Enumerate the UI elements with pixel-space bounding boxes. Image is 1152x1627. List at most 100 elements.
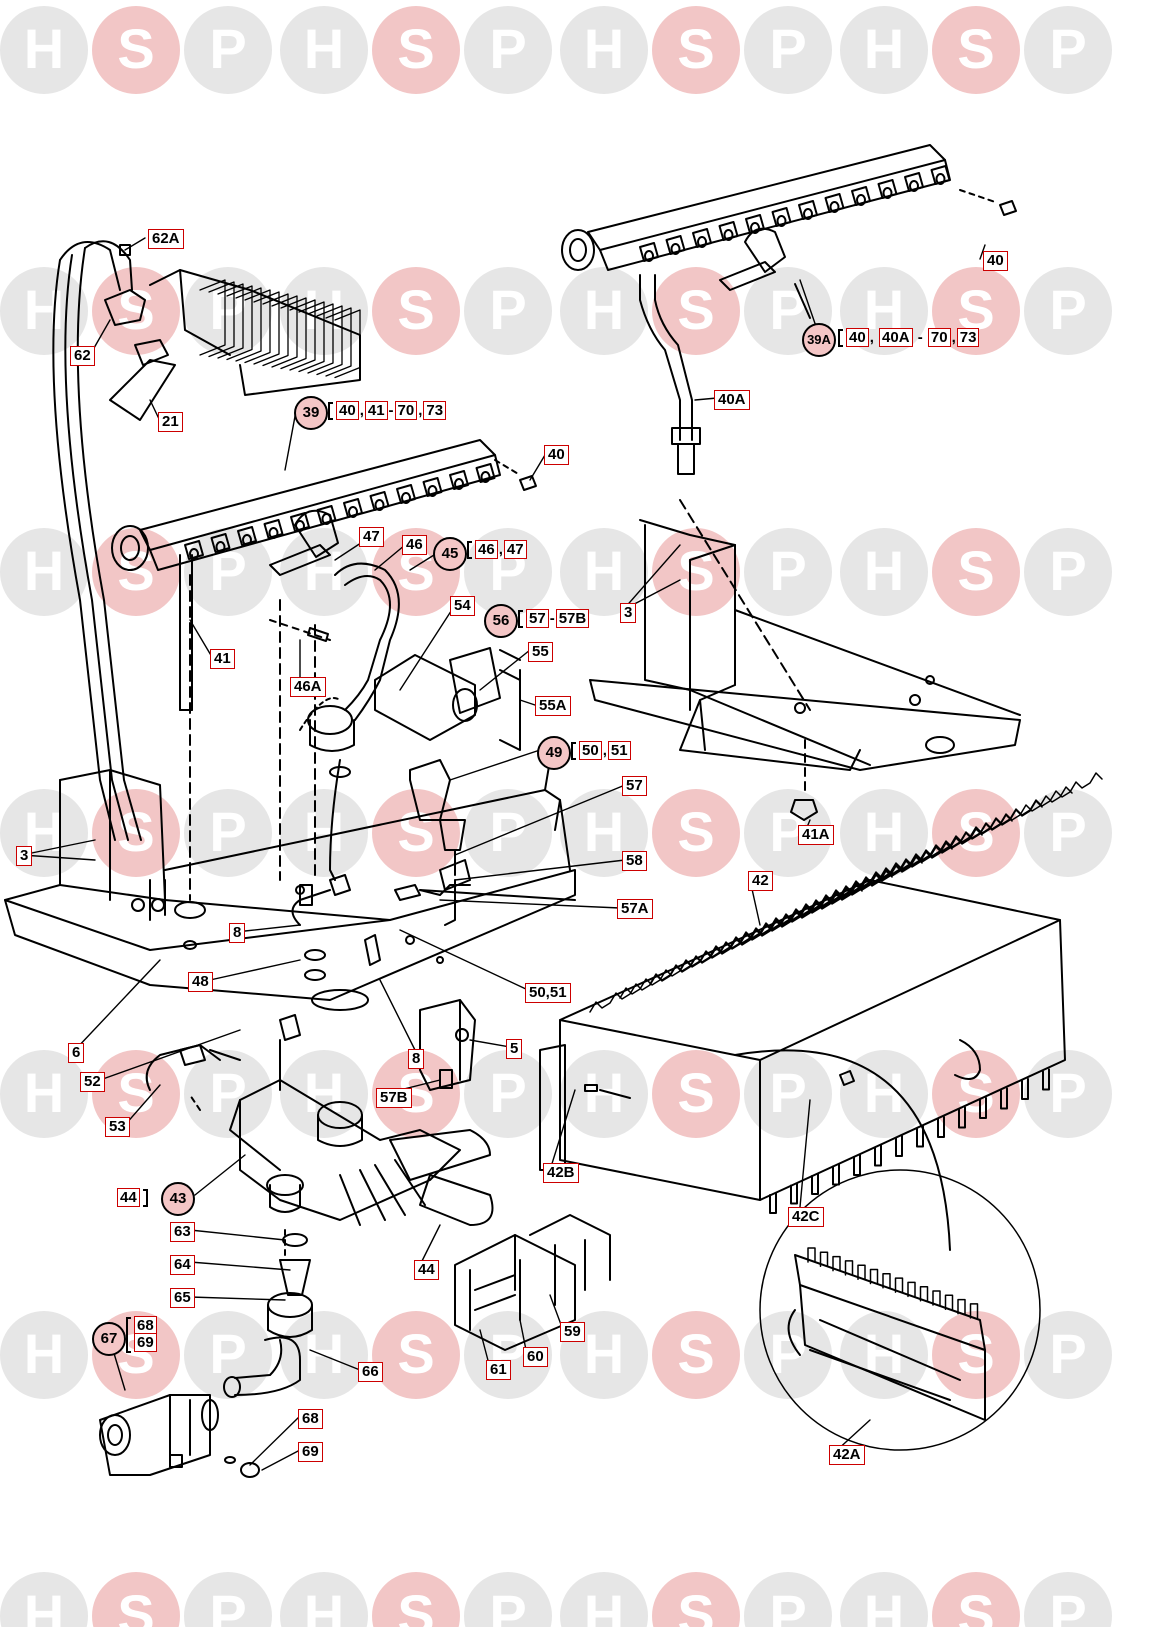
sep: , <box>418 402 423 419</box>
assembly-circle-39[interactable]: 39 <box>294 396 328 430</box>
part-label-63[interactable]: 63 <box>170 1222 195 1242</box>
assembly-circle-49[interactable]: 49 <box>537 736 571 770</box>
svg-text:S: S <box>397 17 434 80</box>
ref-73[interactable]: 73 <box>423 401 447 420</box>
part-label-8-upper[interactable]: 8 <box>229 923 246 943</box>
watermark-tile: P <box>744 1572 832 1627</box>
watermark-tile: H <box>560 1050 648 1138</box>
watermark-tile: H <box>0 1572 88 1627</box>
main-base-plate <box>4 574 576 1011</box>
svg-text:H: H <box>864 17 904 80</box>
ref-41[interactable]: 41 <box>364 401 388 420</box>
ref-44[interactable]: 44 <box>117 1188 140 1207</box>
svg-text:H: H <box>864 800 904 863</box>
bracket <box>328 402 333 421</box>
ref-50[interactable]: 50 <box>579 741 602 760</box>
ref-57[interactable]: 57 <box>526 609 549 628</box>
svg-text:S: S <box>397 1322 434 1385</box>
ref-40[interactable]: 40 <box>336 401 359 420</box>
ref-57B[interactable]: 57B <box>555 609 590 628</box>
svg-text:S: S <box>677 539 714 602</box>
part-label-41A[interactable]: 41A <box>798 825 834 845</box>
part-label-57B[interactable]: 57B <box>376 1088 412 1108</box>
assembly-circle-67[interactable]: 67 <box>92 1322 126 1356</box>
part-label-21[interactable]: 21 <box>158 412 183 432</box>
part-label-40-main[interactable]: 40 <box>544 445 569 465</box>
part-label-3-lower[interactable]: 3 <box>16 846 33 866</box>
svg-text:P: P <box>769 278 806 341</box>
part-label-48[interactable]: 48 <box>188 972 213 992</box>
burner-detail <box>734 1049 1041 1451</box>
part-label-40A[interactable]: 40A <box>714 390 750 410</box>
part-label-54[interactable]: 54 <box>450 596 475 616</box>
ref-40[interactable]: 40 <box>846 328 869 347</box>
bracket-5 <box>419 999 476 1091</box>
ref-40A[interactable]: 40A <box>879 328 913 347</box>
bracket <box>838 329 843 348</box>
part-label-68[interactable]: 68 <box>298 1409 323 1429</box>
part-label-41[interactable]: 41 <box>210 649 235 669</box>
watermark-tile: P <box>464 1572 552 1627</box>
part-label-46[interactable]: 46 <box>402 535 427 555</box>
watermark-tile: S <box>372 789 460 877</box>
watermark-tile: S <box>92 6 180 94</box>
ref-69[interactable]: 69 <box>134 1333 157 1352</box>
watermark-tile: H <box>0 6 88 94</box>
heat-exchanger-fins <box>199 279 361 379</box>
assembly-circle-45[interactable]: 45 <box>433 537 467 571</box>
watermark-tile: S <box>652 1050 740 1138</box>
sep: , <box>951 329 956 346</box>
part-label-64[interactable]: 64 <box>170 1255 195 1275</box>
part-label-57A[interactable]: 57A <box>617 899 653 919</box>
part-label-52[interactable]: 52 <box>80 1072 105 1092</box>
part-label-40-upper[interactable]: 40 <box>983 251 1008 271</box>
ref-70[interactable]: 70 <box>394 401 418 420</box>
part-label-44-lower[interactable]: 44 <box>414 1260 439 1280</box>
ref-73[interactable]: 73 <box>956 328 980 347</box>
part-label-62[interactable]: 62 <box>70 346 95 366</box>
part-label-42B[interactable]: 42B <box>543 1163 579 1183</box>
assembly-contents-56: 57-57B <box>518 609 590 629</box>
part-label-50-51[interactable]: 50,51 <box>525 983 571 1003</box>
svg-text:H: H <box>584 278 624 341</box>
assembly-circle-39A[interactable]: 39A <box>802 323 836 357</box>
part-label-55A[interactable]: 55A <box>535 696 571 716</box>
ref-47[interactable]: 47 <box>503 540 527 559</box>
part-label-62A[interactable]: 62A <box>148 229 184 249</box>
svg-text:S: S <box>957 800 994 863</box>
svg-text:H: H <box>584 1322 624 1385</box>
part-label-47[interactable]: 47 <box>359 527 384 547</box>
part-label-6[interactable]: 6 <box>68 1043 85 1063</box>
part-label-65[interactable]: 65 <box>170 1288 195 1308</box>
svg-text:S: S <box>397 1583 434 1627</box>
part-label-69[interactable]: 69 <box>298 1442 323 1462</box>
part-label-60[interactable]: 60 <box>523 1347 548 1367</box>
part-label-8-lower[interactable]: 8 <box>408 1049 425 1069</box>
part-label-46A[interactable]: 46A <box>290 677 326 697</box>
part-label-5[interactable]: 5 <box>506 1039 523 1059</box>
assembly-circle-43[interactable]: 43 <box>161 1182 195 1216</box>
part-label-57[interactable]: 57 <box>622 776 647 796</box>
svg-text:S: S <box>957 1583 994 1627</box>
part-label-55[interactable]: 55 <box>528 642 553 662</box>
part-label-3-upper[interactable]: 3 <box>620 603 637 623</box>
watermark-tile: H <box>840 789 928 877</box>
part-label-42C[interactable]: 42C <box>788 1207 824 1227</box>
watermark-tile: S <box>652 6 740 94</box>
part-label-53[interactable]: 53 <box>105 1117 130 1137</box>
ref-51[interactable]: 51 <box>607 741 631 760</box>
assembly-circle-56[interactable]: 56 <box>484 604 518 638</box>
part-label-61[interactable]: 61 <box>486 1360 511 1380</box>
svg-text:P: P <box>489 17 526 80</box>
ref-70[interactable]: 70 <box>927 328 951 347</box>
part-label-58[interactable]: 58 <box>622 851 647 871</box>
gas-valve-assembly <box>145 1014 494 1256</box>
part-label-42[interactable]: 42 <box>748 871 773 891</box>
ref-46[interactable]: 46 <box>475 540 498 559</box>
svg-text:H: H <box>24 1322 64 1385</box>
part-label-66[interactable]: 66 <box>358 1362 383 1382</box>
part-label-59[interactable]: 59 <box>560 1322 585 1342</box>
ref-68[interactable]: 68 <box>134 1316 157 1335</box>
part-label-42A[interactable]: 42A <box>829 1445 865 1465</box>
gas-pipe <box>269 562 400 778</box>
